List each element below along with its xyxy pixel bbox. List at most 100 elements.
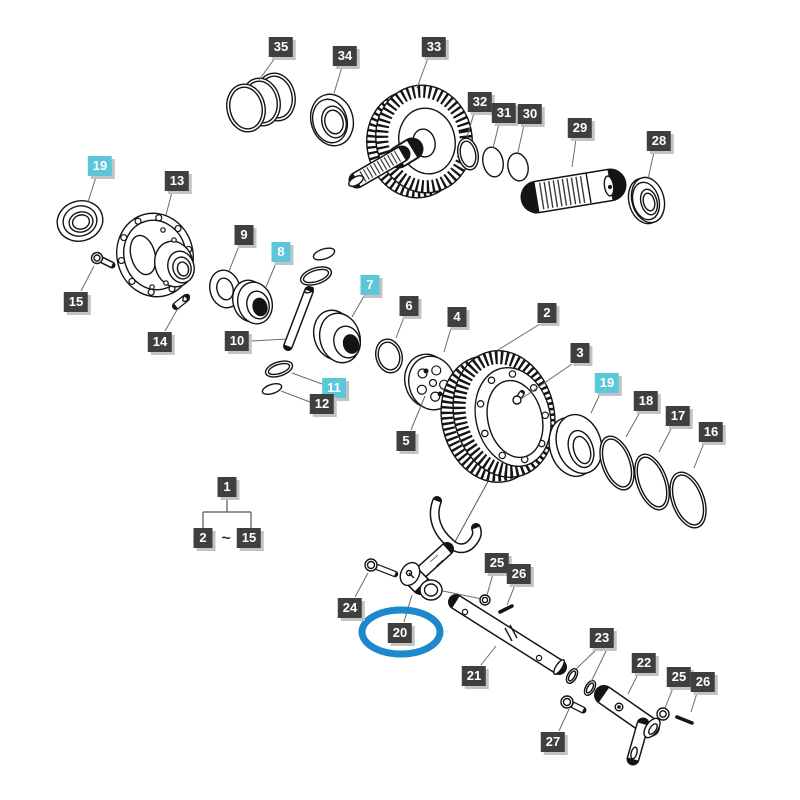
art-shape: [348, 175, 364, 187]
part-label-26-lever[interactable]: 26: [690, 672, 716, 692]
art-shape: [585, 682, 595, 694]
part-label-28[interactable]: 28: [646, 131, 672, 151]
art-shape: [423, 368, 429, 374]
art-shape: [617, 705, 621, 709]
leader-line-19-right: [590, 393, 601, 414]
art-shape: [342, 334, 360, 354]
art-shape: [93, 254, 101, 262]
part-label-15-group[interactable]: 15: [236, 528, 262, 548]
part-ball-25-fork: [479, 594, 491, 606]
part-ring-17: [634, 453, 670, 511]
part-label-8[interactable]: 8: [271, 242, 291, 262]
part-label-29[interactable]: 29: [567, 118, 593, 138]
part-label-1[interactable]: 1: [217, 477, 237, 497]
leader-lines: [80, 57, 705, 732]
part-label-19-right[interactable]: 19: [594, 373, 620, 393]
part-label-21[interactable]: 21: [461, 666, 487, 686]
part-label-5[interactable]: 5: [396, 431, 416, 451]
leader-line-25-lever: [664, 687, 674, 709]
part-ring-16: [669, 471, 707, 529]
art-shape: [583, 680, 597, 696]
part-label-16[interactable]: 16: [698, 422, 724, 442]
part-label-34[interactable]: 34: [332, 46, 358, 66]
bolt-hole: [430, 391, 441, 402]
bolt-hole: [117, 256, 126, 265]
part-ring-6: [374, 338, 404, 374]
bolt-hole: [155, 214, 163, 222]
leader-line-23: [574, 648, 598, 671]
part-ring-gear-2: [440, 350, 556, 483]
part-label-35[interactable]: 35: [268, 37, 294, 57]
leader-line-29: [571, 138, 577, 168]
part-bearing-19-left: [56, 200, 104, 242]
part-label-22[interactable]: 22: [631, 653, 657, 673]
part-label-11[interactable]: 11: [322, 378, 346, 398]
art-shape: [599, 435, 635, 491]
bolt-hole: [487, 376, 496, 385]
bolt-hole: [541, 411, 550, 420]
leader-line-17: [658, 426, 673, 453]
part-thrust-washers: [261, 247, 336, 395]
part-label-19-left[interactable]: 19: [87, 156, 113, 176]
art-shape: [452, 596, 563, 673]
art-shape: [71, 214, 91, 230]
part-label-23[interactable]: 23: [589, 628, 615, 648]
bolt-hole: [174, 224, 182, 233]
part-label-14[interactable]: 14: [147, 332, 173, 352]
group-range-separator: ~: [221, 530, 231, 547]
part-label-10[interactable]: 10: [224, 331, 250, 351]
leader-line-11: [291, 372, 323, 385]
art-shape: [252, 297, 268, 317]
art-shape: [311, 98, 349, 144]
part-label-4[interactable]: 4: [447, 307, 467, 327]
part-label-32[interactable]: 32: [467, 92, 493, 112]
bolt-hole: [134, 217, 142, 225]
part-label-13[interactable]: 13: [164, 171, 190, 191]
part-label-6[interactable]: 6: [399, 296, 419, 316]
part-label-3[interactable]: 3: [570, 343, 590, 363]
art-shape: [408, 572, 415, 579]
part-bolt-15: [90, 251, 116, 269]
leader-line-8: [265, 262, 277, 288]
part-label-30[interactable]: 30: [517, 104, 543, 124]
part-bearing-19-right: [548, 413, 603, 478]
part-label-7[interactable]: 7: [360, 275, 380, 295]
selection-ellipse: [358, 606, 444, 658]
art-shape: [284, 289, 313, 348]
part-label-27[interactable]: 27: [540, 732, 566, 752]
part-label-26-fork[interactable]: 26: [506, 564, 532, 584]
bolt-hole: [416, 384, 427, 395]
leader-line-7: [351, 295, 365, 318]
part-label-24[interactable]: 24: [337, 598, 363, 618]
part-label-17[interactable]: 17: [665, 406, 691, 426]
art-shape: [160, 227, 166, 233]
part-label-20[interactable]: 20: [387, 623, 413, 643]
bolt-hole: [120, 233, 128, 242]
group-bracket: [202, 498, 252, 528]
part-bearing-28: [627, 176, 666, 225]
part-label-31[interactable]: 31: [491, 103, 517, 123]
art-shape: [405, 569, 413, 577]
part-ring-set-35: [226, 72, 296, 133]
detent-ball-line: [437, 589, 483, 600]
part-label-2-group[interactable]: 2: [193, 528, 213, 548]
part-label-12[interactable]: 12: [309, 394, 335, 414]
art-shape: [601, 438, 633, 488]
art-shape: [62, 205, 98, 237]
part-oring-23b: [583, 680, 597, 696]
art-shape: [171, 237, 177, 243]
part-label-15[interactable]: 15: [63, 292, 89, 312]
art-shape: [634, 453, 670, 511]
leader-line-27: [558, 708, 570, 732]
part-label-25-lever[interactable]: 25: [666, 667, 692, 687]
art-shape: [176, 261, 190, 277]
part-label-9[interactable]: 9: [234, 225, 254, 245]
art-shape: [553, 658, 565, 676]
leader-line-28: [647, 151, 655, 180]
part-label-18[interactable]: 18: [633, 391, 659, 411]
art-shape: [375, 84, 473, 194]
part-label-25-fork[interactable]: 25: [484, 553, 510, 573]
part-label-2[interactable]: 2: [537, 303, 557, 323]
part-label-33[interactable]: 33: [421, 37, 447, 57]
leader-line-26-lever: [690, 692, 698, 713]
